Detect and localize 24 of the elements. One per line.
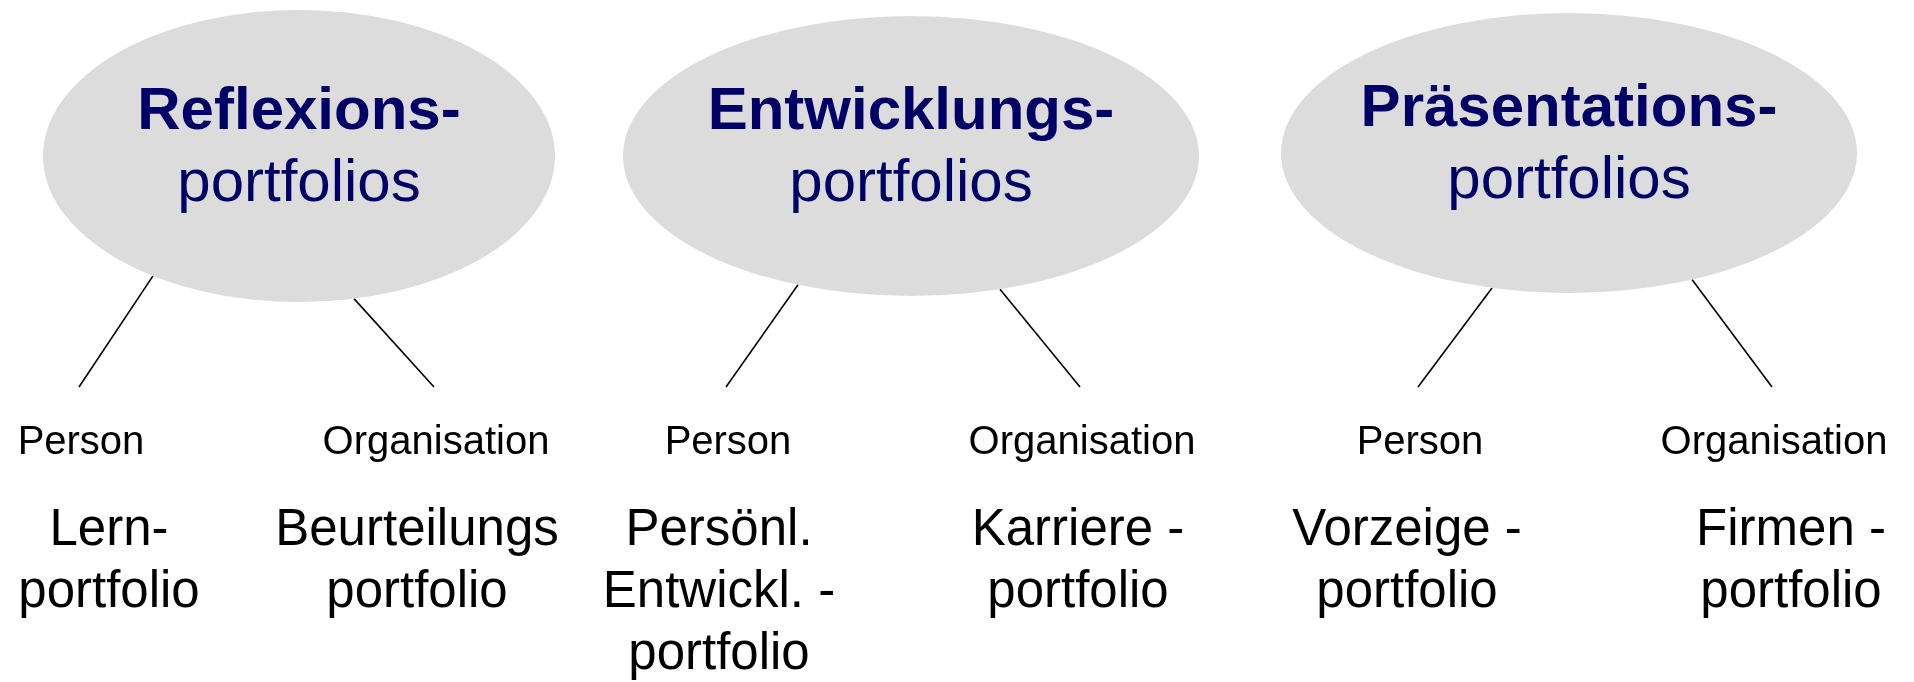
connector-line — [1691, 278, 1773, 388]
connector-line — [353, 297, 435, 388]
node-text: portfolios — [789, 146, 1033, 216]
node-heading: Präsentations- — [1360, 71, 1778, 141]
connector-line — [1417, 287, 1493, 388]
node-text: portfolios — [1447, 143, 1691, 213]
portfolio-name: Karriere -portfolio — [970, 498, 1186, 620]
category-label: Person — [17, 387, 145, 463]
connector-line — [999, 288, 1081, 388]
category-label: Organisation — [322, 387, 550, 463]
portfolio-name: Lern- portfolio — [17, 498, 201, 620]
category-label: Person — [664, 387, 792, 463]
category-label: Person — [1356, 387, 1484, 463]
node-heading: Entwicklungs- — [707, 74, 1115, 144]
category-label: Organisation — [1660, 387, 1888, 463]
portfolio-name: Beurteilungs portfolio — [274, 498, 560, 620]
portfolio-name: Firmen -portfolio — [1695, 498, 1887, 620]
category-label: Organisation — [968, 387, 1196, 463]
connector-line — [78, 275, 154, 388]
node-text: portfolios — [177, 146, 421, 216]
portfolio-name: Persönl. Entwickl. -portfolio — [601, 498, 837, 682]
portfolio-name: Vorzeige -portfolio — [1291, 498, 1523, 620]
connector-line — [725, 283, 799, 388]
node-heading: Reflexions- — [137, 74, 461, 144]
